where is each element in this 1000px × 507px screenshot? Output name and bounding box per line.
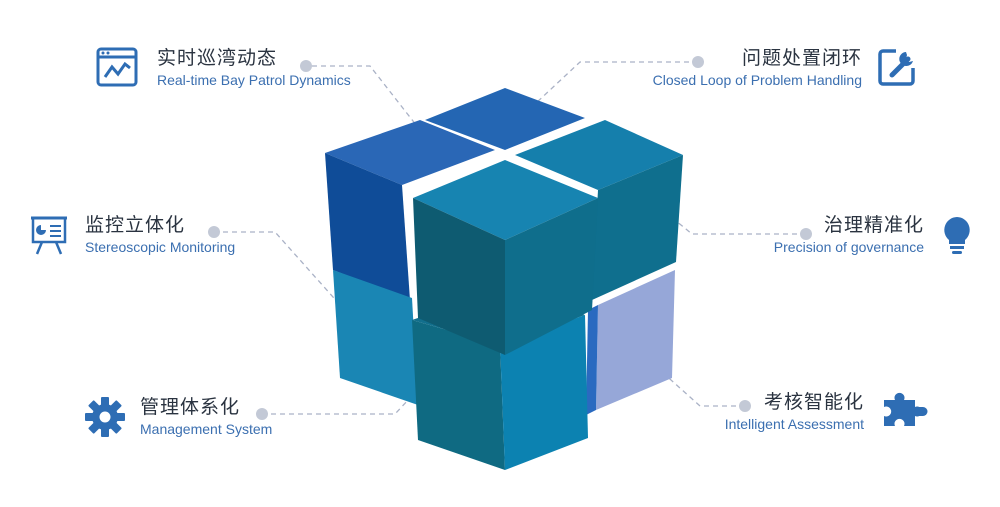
cube-lower-left — [333, 270, 418, 405]
feature-5-subtitle: Management System — [140, 421, 273, 437]
connector-dot-2 — [692, 56, 704, 68]
feature-6-subtitle: Intelligent Assessment — [724, 416, 864, 432]
cube-back-right — [515, 120, 683, 300]
feature-2: 问题处置闭环 Closed Loop of Problem Handling — [653, 46, 862, 90]
connector-line-2 — [519, 61, 698, 119]
feature-2-subtitle: Closed Loop of Problem Handling — [652, 72, 862, 88]
feature-4: 治理精准化 Precision of governance — [774, 213, 924, 257]
feature-3-subtitle: Stereoscopic Monitoring — [85, 239, 236, 255]
cube-lower-right — [586, 270, 675, 415]
presentation-board-icon — [28, 214, 70, 256]
feature-1-title: 实时巡湾动态 — [157, 47, 278, 69]
feature-3-title: 监控立体化 — [85, 214, 186, 236]
connector-line-6 — [631, 344, 745, 407]
feature-3: 监控立体化 Stereoscopic Monitoring — [85, 213, 235, 257]
connector-dot-1 — [300, 60, 312, 72]
cube-back — [425, 88, 585, 150]
feature-4-title: 治理精准化 — [823, 214, 924, 236]
puzzle-icon — [878, 388, 932, 430]
feature-2-title: 问题处置闭环 — [741, 47, 862, 69]
connector-dot-4 — [800, 228, 812, 240]
connector-dot-5 — [256, 408, 268, 420]
connector-line-1 — [312, 65, 421, 131]
feature-6: 考核智能化 Intelligent Assessment — [725, 390, 864, 434]
edit-tool-icon — [876, 46, 918, 88]
feature-1-subtitle: Real-time Bay Patrol Dynamics — [157, 72, 351, 88]
gear-icon — [84, 396, 126, 438]
feature-5: 管理体系化 Management System — [140, 395, 272, 439]
cube-back-left — [325, 120, 495, 300]
feature-1: 实时巡湾动态 Real-time Bay Patrol Dynamics — [157, 46, 351, 90]
feature-4-subtitle: Precision of governance — [773, 239, 924, 255]
connector-dot-6 — [739, 400, 751, 412]
chart-window-icon — [96, 46, 138, 88]
feature-6-title: 考核智能化 — [763, 391, 864, 413]
cube-front-top — [413, 160, 598, 355]
lightbulb-icon — [936, 214, 978, 256]
connector-line-4 — [647, 197, 806, 235]
connector-dot-3 — [208, 226, 220, 238]
connector-line-3 — [214, 231, 359, 326]
feature-5-title: 管理体系化 — [140, 396, 241, 418]
